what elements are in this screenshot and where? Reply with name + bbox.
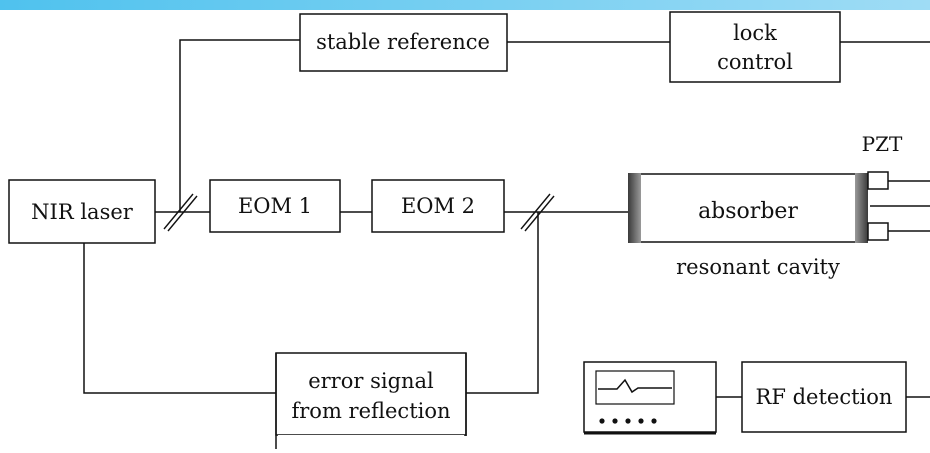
resonant-cavity: absorber resonant cavity (628, 173, 868, 279)
stable-reference-label: stable reference (316, 30, 490, 54)
beam-splitter-1 (163, 193, 198, 232)
oscilloscope-knobs (599, 418, 657, 424)
lock-control-label-line2: control (717, 50, 793, 74)
absorber-label: absorber (698, 199, 798, 224)
nir-laser-label: NIR laser (31, 200, 134, 224)
eom1-box: EOM 1 (209, 179, 341, 233)
cavity-mirror-left (628, 173, 641, 243)
error-waveform-icon (598, 378, 672, 394)
lock-control-box: lock control (669, 11, 841, 83)
lock-control-label-line1: lock (733, 21, 777, 45)
pzt-label: PZT (862, 132, 903, 156)
oscilloscope-monitor (583, 361, 717, 435)
stable-reference-box: stable reference (299, 13, 508, 72)
error-signal-label-line2: from reflection (291, 399, 450, 423)
beam-splitter-2 (520, 193, 555, 232)
cavity-mirror-right (855, 173, 868, 243)
eom1-label: EOM 1 (238, 194, 312, 218)
eom2-box: EOM 2 (371, 179, 505, 233)
eom2-label: EOM 2 (401, 194, 475, 218)
top-banner (0, 0, 930, 10)
pzt-actuator: PZT (862, 132, 903, 241)
resonant-cavity-label: resonant cavity (676, 255, 840, 279)
error-signal-box: error signal from reflection (275, 352, 467, 449)
error-signal-label-line1: error signal (308, 369, 434, 393)
nir-laser-box: NIR laser (8, 179, 156, 244)
rf-detection-box: RF detection (741, 361, 907, 433)
rf-detection-label: RF detection (756, 385, 893, 409)
